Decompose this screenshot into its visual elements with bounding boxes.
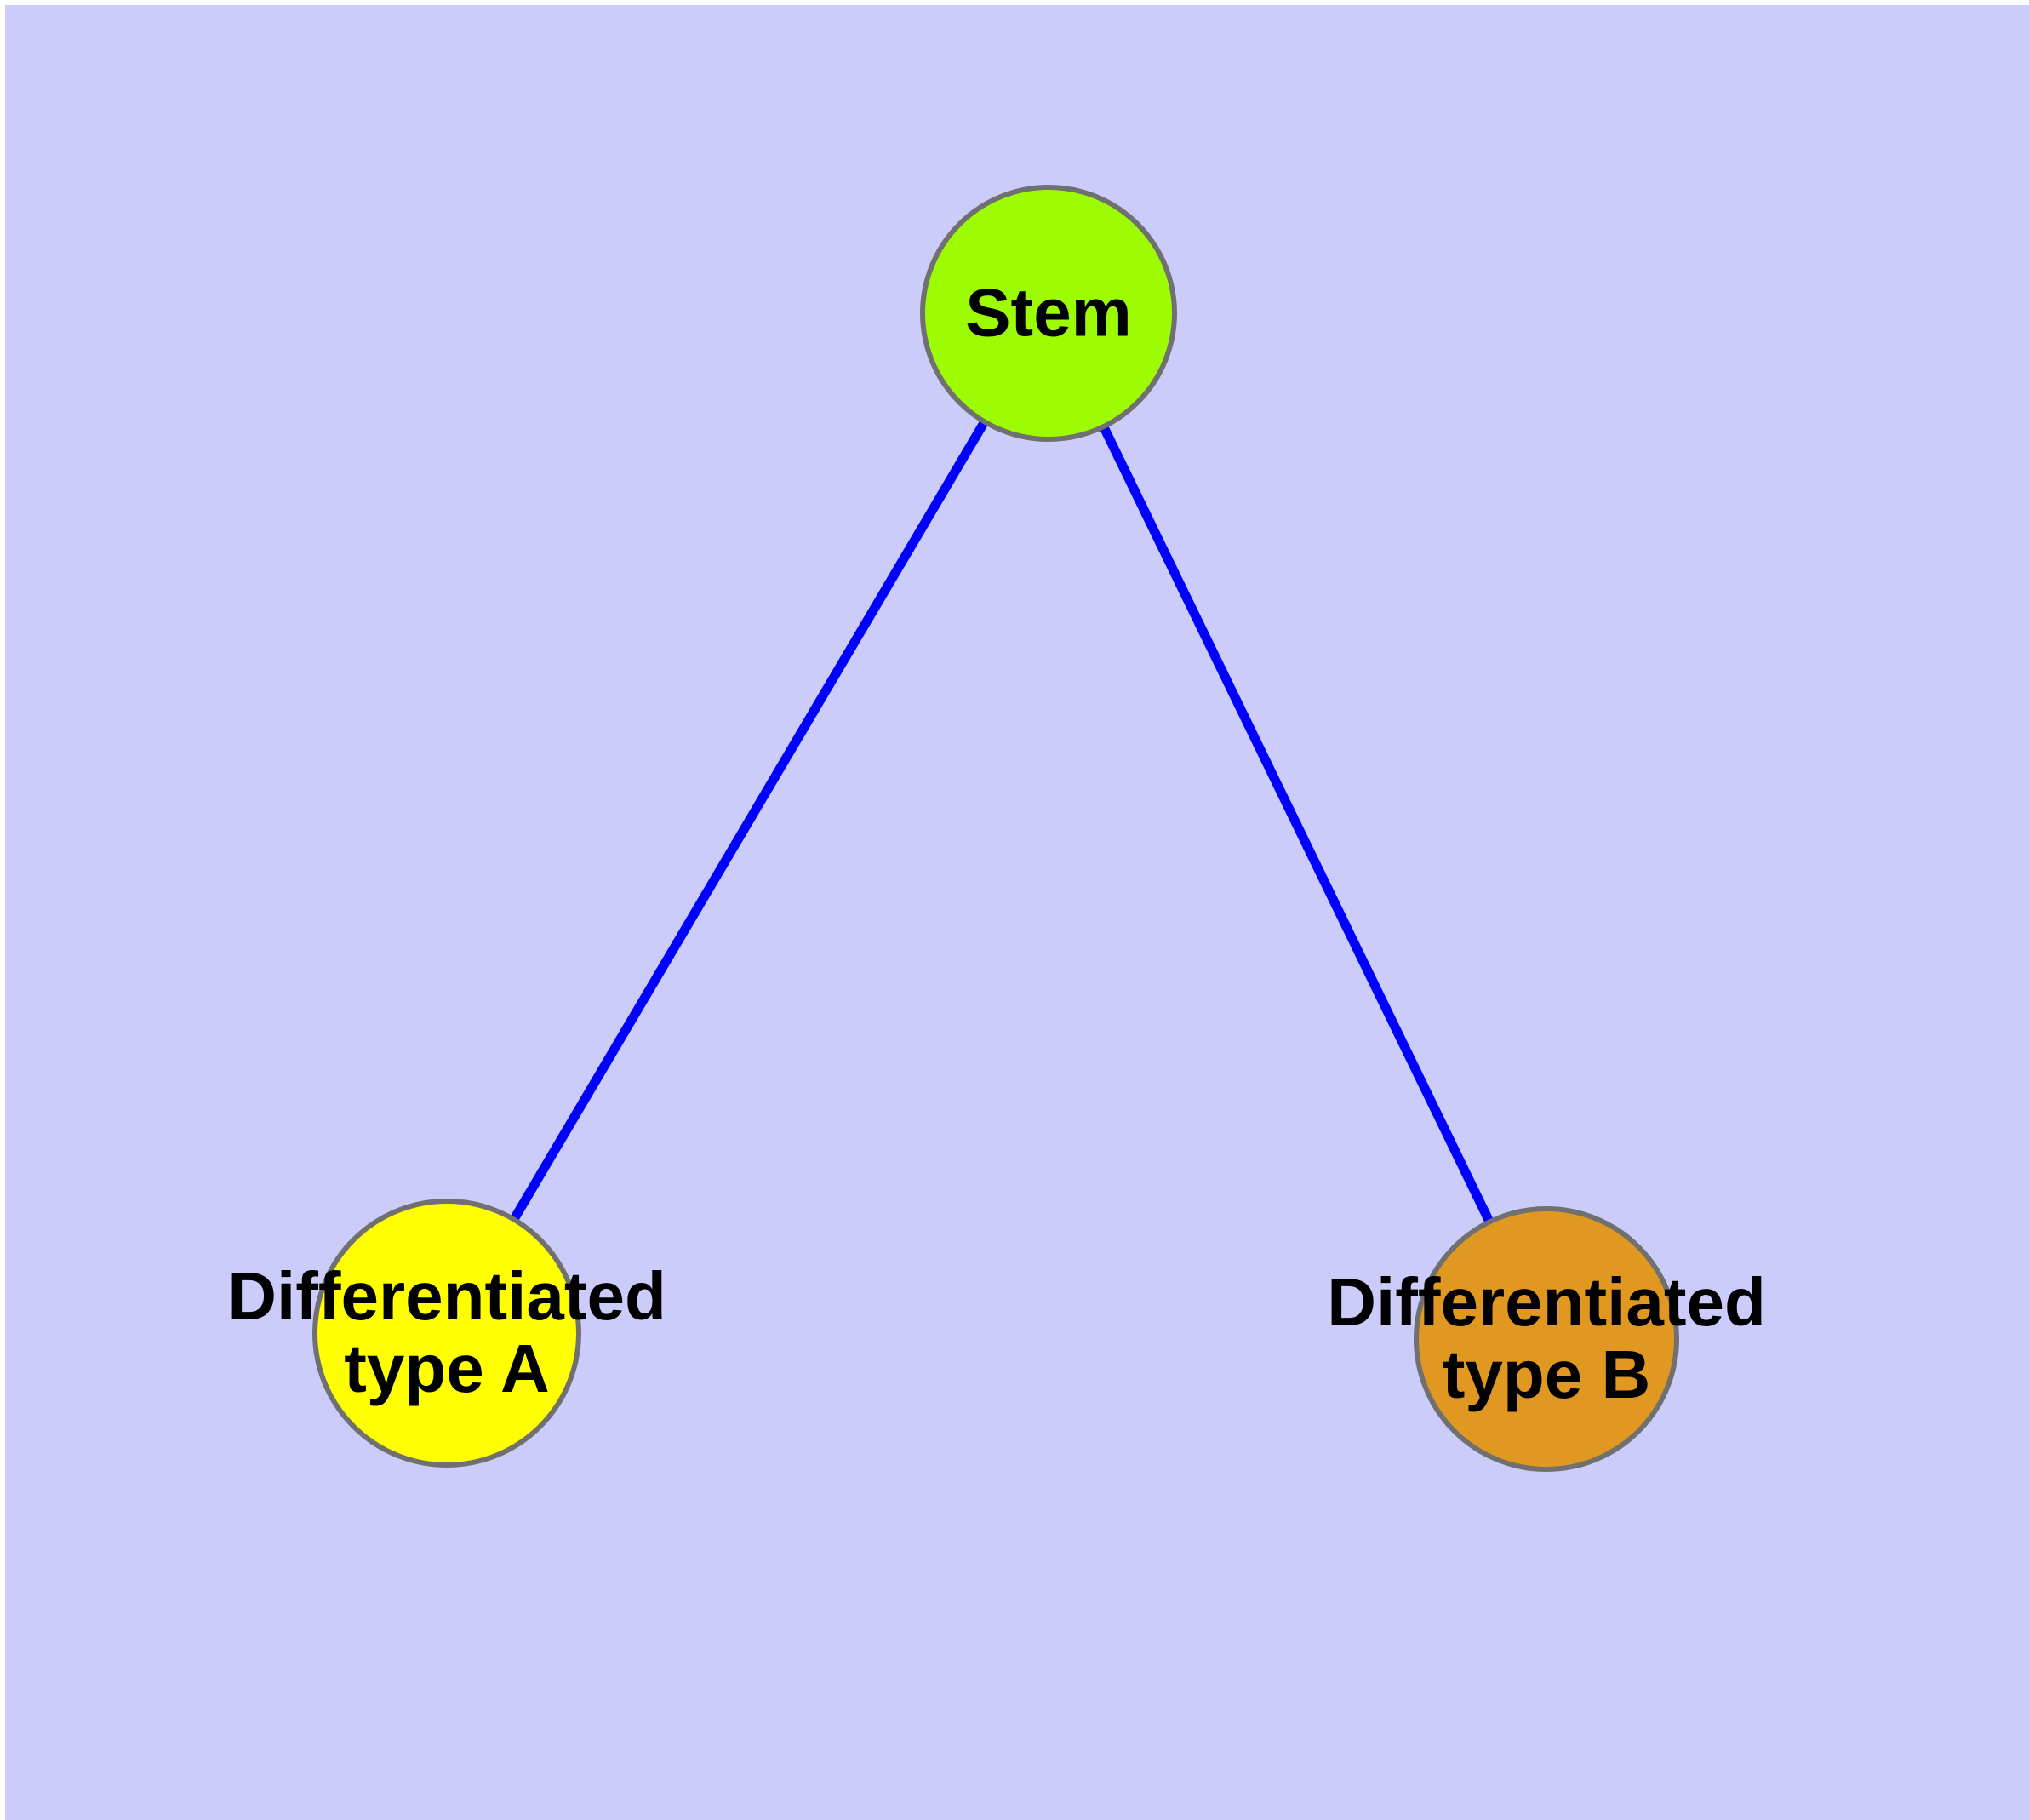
graph-node-diff_a[interactable] [312,1199,581,1468]
graph-edge[interactable] [1044,311,1551,1342]
graph-node-stem[interactable] [920,185,1177,442]
edge-layer [443,311,1551,1342]
node-layer [312,185,1679,1472]
graph-node-diff_b[interactable] [1414,1206,1679,1472]
graph-edge[interactable] [443,311,1053,1336]
